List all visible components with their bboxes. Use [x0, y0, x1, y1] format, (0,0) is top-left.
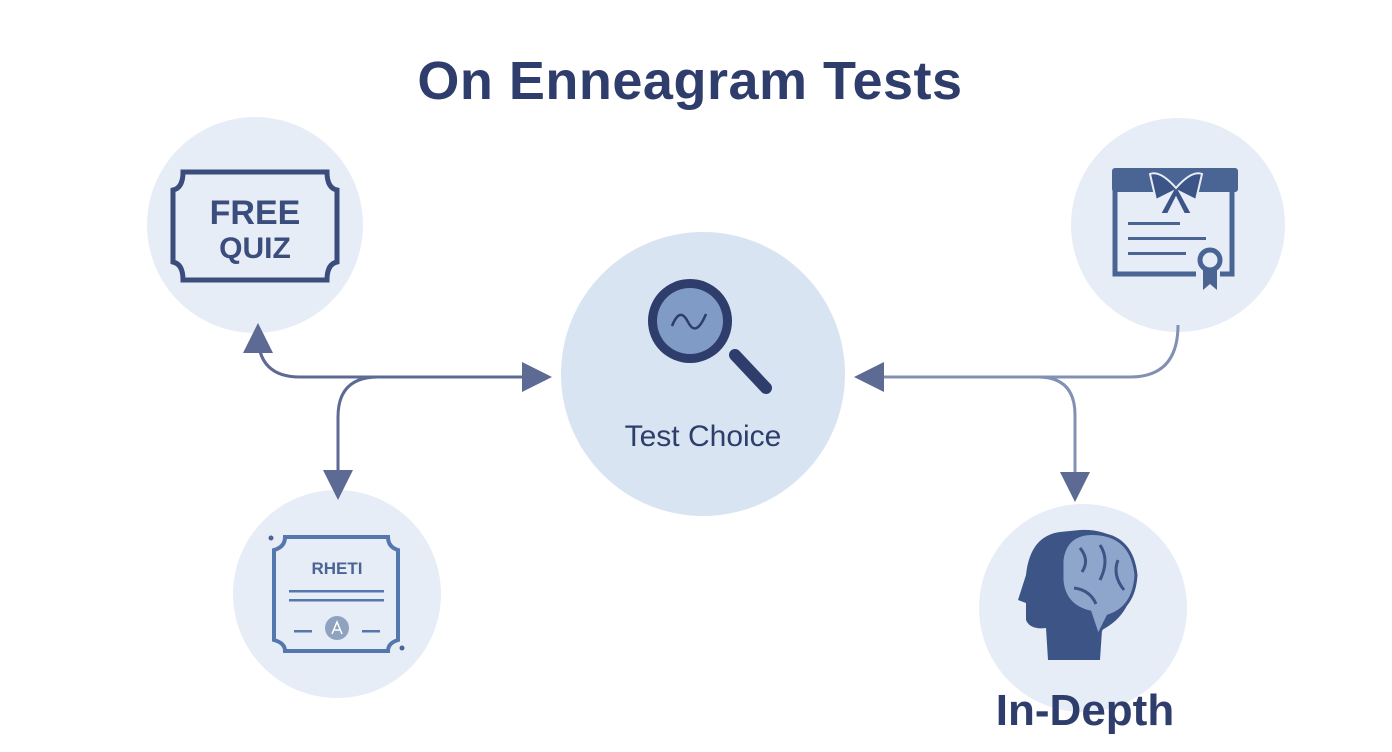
brain-head-icon [1018, 529, 1138, 660]
arrow-to-rheti [323, 375, 379, 500]
left-connectors [243, 323, 552, 500]
magnifier-icon [648, 279, 772, 394]
test-choice-label: Test Choice [624, 420, 782, 453]
right-connectors [854, 324, 1180, 502]
diploma-icon: RHETI [268, 535, 405, 653]
arrow-to-free-quiz [243, 323, 400, 379]
ticket-icon: FREE QUIZ [170, 169, 340, 283]
page-title: On Enneagram Tests [417, 51, 963, 111]
certificate-ribbon-icon [1112, 168, 1238, 290]
arrow-from-certificate [854, 324, 1180, 392]
in-depth-label: In-Depth [995, 686, 1175, 735]
test-choice-node [561, 232, 845, 516]
free-label: FREE [210, 194, 301, 232]
rheti-node [233, 490, 441, 698]
arrow-to-in-depth [1037, 375, 1090, 502]
quiz-label: QUIZ [219, 232, 291, 265]
rheti-label: RHETI [312, 559, 363, 578]
